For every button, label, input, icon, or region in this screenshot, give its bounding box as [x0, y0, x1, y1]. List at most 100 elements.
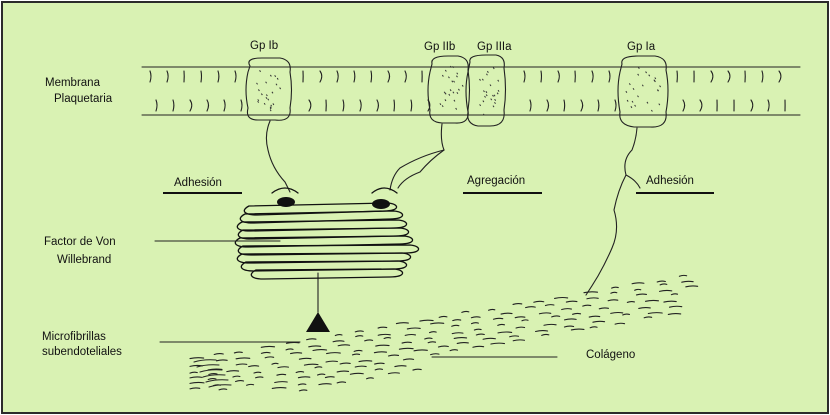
collagen-dash — [626, 300, 635, 303]
receptor-speckle — [279, 87, 282, 90]
collagen-dash — [685, 285, 699, 288]
collagen-dash — [387, 354, 400, 357]
collagen-dash — [488, 308, 496, 311]
collagen-dash — [610, 291, 618, 294]
receptor-speckle — [265, 81, 268, 84]
collagen-dash — [452, 319, 462, 322]
collagen-dash — [644, 299, 660, 302]
collagen-dash — [260, 351, 271, 354]
collagen-dash — [277, 366, 289, 369]
collagen-dash — [325, 360, 338, 363]
membrane-tick — [370, 70, 373, 83]
receptor-speckle — [256, 82, 258, 85]
receptor-speckle — [269, 107, 272, 110]
collagen-dash — [276, 373, 287, 376]
membrane-tick — [767, 99, 770, 112]
receptor-speckle — [260, 93, 263, 96]
membrane-tick — [410, 99, 413, 112]
collagen-dash — [189, 371, 198, 374]
receptor-speckle — [461, 84, 464, 87]
membrane-tick — [608, 70, 611, 83]
receptor-speckle — [263, 102, 266, 105]
receptor-speckle — [492, 94, 494, 97]
collagen-dash — [635, 293, 648, 296]
collagen-dash — [358, 360, 373, 363]
receptor-speckle — [494, 98, 497, 101]
collagen-dash — [232, 375, 241, 378]
collagen-dash — [424, 337, 433, 340]
vwf-coil-loop — [234, 235, 414, 248]
collagen-dash — [260, 345, 276, 348]
membrane-tick — [750, 99, 754, 112]
collagen-dash — [647, 312, 663, 315]
receptor-speckle — [451, 80, 454, 83]
receptor-label-gp-iib: Gp IIb — [424, 41, 455, 53]
collagen-dash — [430, 353, 440, 356]
collagen-dash — [543, 323, 557, 326]
collagen-dash — [383, 337, 392, 340]
collagen-dash — [663, 300, 677, 303]
membrane-label-line1: Membrana — [45, 77, 101, 89]
collagen-dash — [298, 357, 312, 360]
receptor-speckle — [483, 113, 485, 116]
collagen-dash — [218, 388, 228, 391]
collagen-dash — [398, 347, 414, 350]
receptor-speckle — [456, 72, 459, 75]
receptor-speckle — [479, 78, 481, 81]
receptor-speckle — [439, 103, 442, 106]
collagen-dash — [334, 334, 343, 337]
collagen-dash — [255, 376, 264, 379]
receptor-speckle — [456, 91, 459, 95]
collagen-dash — [235, 380, 245, 383]
membrane-tick — [155, 99, 158, 112]
collagen-dash — [610, 311, 624, 314]
collagen-dash — [196, 364, 220, 368]
receptor-speckle — [497, 89, 500, 92]
receptor-speckle — [443, 91, 446, 94]
receptor-speckle — [448, 76, 450, 79]
membrane-tick — [359, 99, 362, 112]
collagen-dash — [314, 366, 323, 369]
collagen-dash — [336, 370, 350, 373]
collagen-dash — [208, 373, 218, 376]
collagen-dash — [235, 363, 248, 366]
collagen-dash — [497, 331, 513, 334]
receptor-speckle — [485, 94, 488, 97]
receptor-speckle — [637, 95, 639, 98]
receptor-speckle — [269, 74, 272, 77]
collagen-dash — [412, 368, 422, 371]
collagen-dash — [339, 362, 351, 365]
collagen-dash — [643, 316, 653, 319]
receptor-speckle — [455, 107, 458, 110]
membrane-tick — [523, 70, 526, 83]
receptor-speckle — [265, 96, 268, 100]
membrane-tick — [682, 99, 686, 112]
receptor-speckle — [267, 98, 270, 101]
membrane-tick — [234, 70, 237, 83]
receptor-speckle — [269, 106, 272, 109]
collagen-dash — [521, 319, 529, 322]
collagen-dash — [312, 349, 328, 352]
collagen-dash — [592, 320, 606, 323]
collagen-dash — [406, 327, 421, 330]
collagen-dash — [541, 333, 550, 336]
collagen-dash — [563, 325, 575, 328]
collagen-dash — [354, 330, 364, 333]
membrane-tick — [376, 99, 379, 112]
membrane-tick — [223, 99, 226, 112]
collagen-dash — [428, 331, 437, 334]
collagen-dash — [353, 349, 363, 352]
collagen-dash — [297, 383, 307, 386]
collagen-dash — [324, 376, 335, 379]
receptor-speckle — [645, 71, 647, 74]
receptor-speckle — [274, 75, 277, 78]
receptor-label-gp-iiia: Gp IIIa — [477, 41, 512, 53]
collagen-dash — [453, 337, 468, 340]
receptor-speckle — [648, 74, 651, 77]
collagen-dash — [538, 312, 552, 315]
membrane-tick — [342, 99, 345, 112]
collagen-dash — [226, 370, 240, 373]
collagen-dash — [193, 359, 217, 363]
collagen-dash — [572, 312, 582, 315]
